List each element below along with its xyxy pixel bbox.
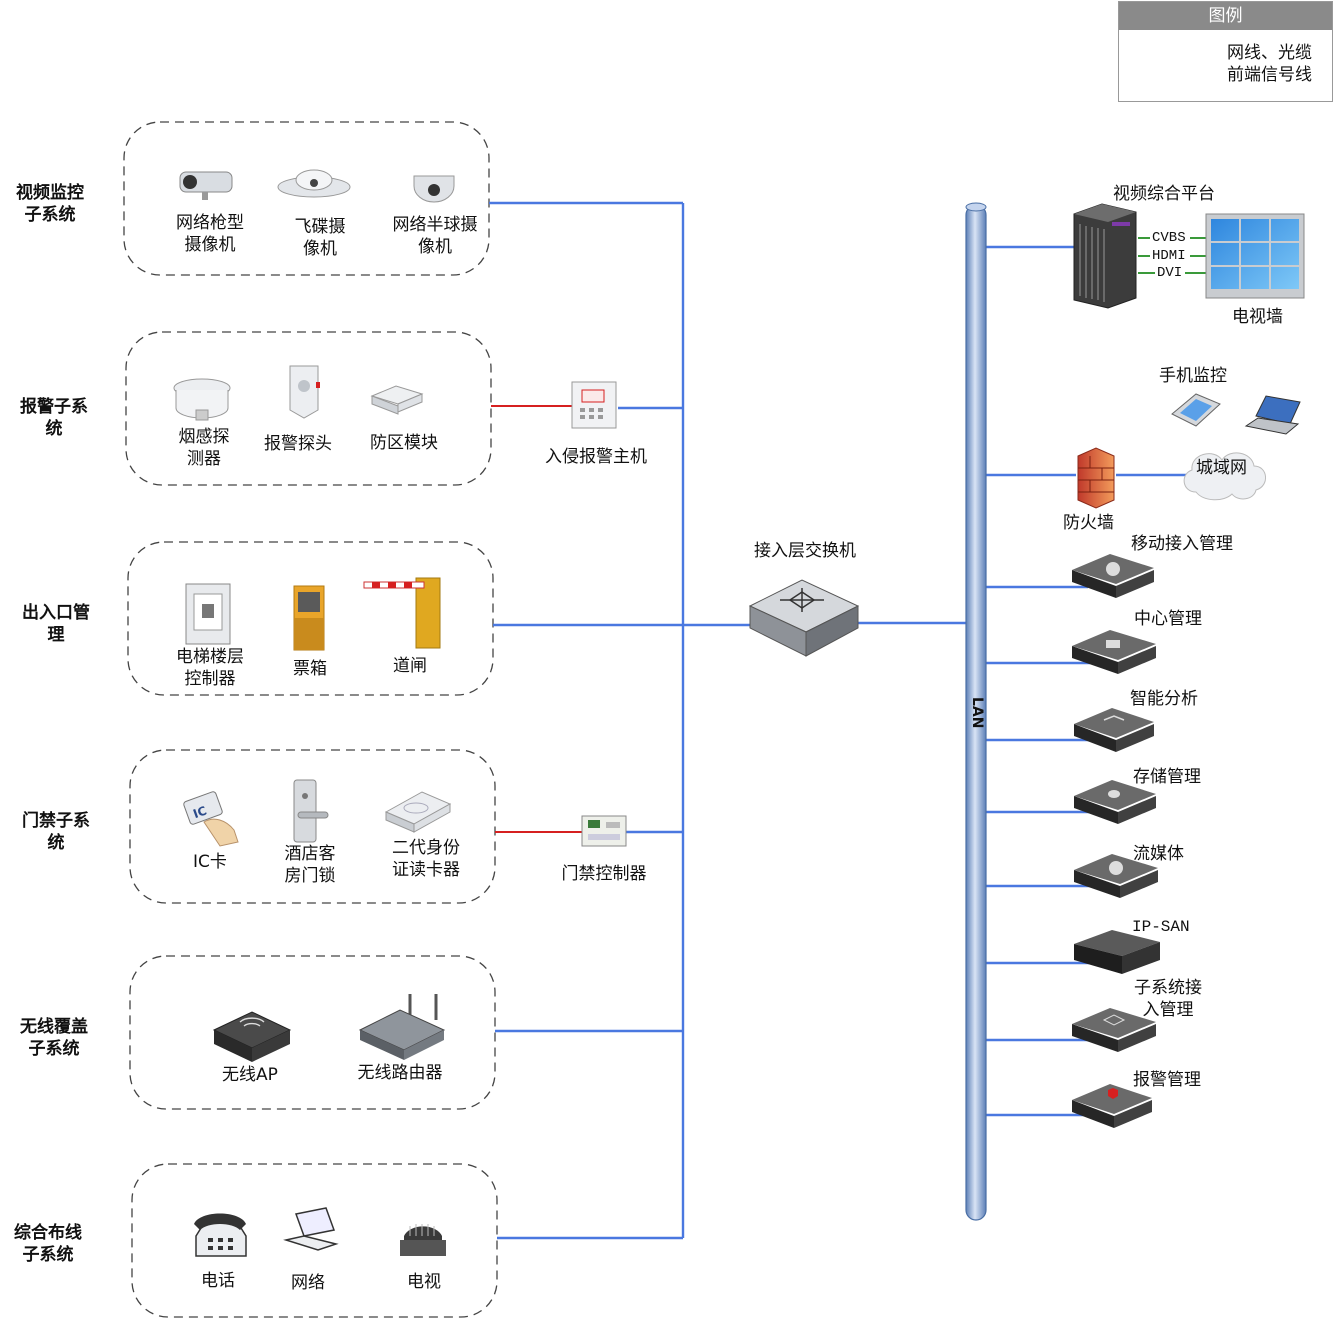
- mobile-access-server-icon: [1072, 554, 1154, 598]
- server-label-mobile-access: 移动接入管理: [1131, 534, 1233, 554]
- bullet-camera-icon: [179, 171, 233, 200]
- svg-text:IC: IC: [191, 803, 208, 821]
- group-boxes: [123, 121, 498, 1318]
- firewall-label: 防火墙: [1063, 513, 1114, 533]
- device-label-hotel-door-lock: 酒店客 房门锁: [284, 844, 336, 886]
- device-label-ticket-box: 票箱: [293, 659, 327, 679]
- ticket-box-icon: [293, 585, 325, 651]
- mobile-monitor-label: 手机监控: [1159, 366, 1227, 386]
- storage-management-server-icon: [1074, 780, 1156, 824]
- network-lines: [489, 201, 1186, 1240]
- device-label-network: 网络: [291, 1273, 325, 1293]
- tv-wall-icon: [1205, 213, 1305, 299]
- signal-dvi: DVI: [1157, 265, 1183, 281]
- device-label-alarm-probe: 报警探头: [264, 434, 332, 454]
- lan-label: LAN: [969, 697, 985, 729]
- server-label-subsystem-access: 子系统接 入管理: [1134, 978, 1202, 1020]
- intelligent-analysis-server-icon: [1074, 708, 1154, 752]
- device-label-half-dome-camera: 网络半球摄 像机: [392, 215, 478, 257]
- door-controller-label: 门禁控制器: [561, 864, 647, 884]
- firewall-icon: [1077, 447, 1115, 509]
- door-controller-icon: [581, 815, 627, 847]
- wireless-ap-icon: [212, 1011, 292, 1062]
- server-label-storage-management: 存储管理: [1133, 767, 1201, 787]
- group-box-video: [123, 121, 490, 276]
- device-label-tv: 电视: [407, 1272, 441, 1292]
- server-label-ip-san: IP-SAN: [1132, 918, 1190, 936]
- alarm-host-label: 入侵报警主机: [545, 447, 647, 467]
- streaming-media-server-icon: [1074, 854, 1158, 898]
- id-card-reader-icon: [384, 791, 452, 833]
- video-platform-chassis-icon: [1073, 203, 1137, 309]
- signal-lines: [491, 405, 582, 833]
- dome-camera-icon: [277, 169, 351, 198]
- center-management-server-icon: [1072, 630, 1156, 674]
- tv-outlet-icon: [400, 1224, 446, 1256]
- device-label-barrier-gate: 道闸: [393, 656, 427, 676]
- ip-san-icon: [1074, 930, 1160, 974]
- access-switch-label: 接入层交换机: [754, 541, 856, 561]
- device-label-smoke-detector: 烟感探 测器: [178, 427, 230, 469]
- device-label-wireless-router: 无线路由器: [357, 1063, 443, 1083]
- signal-cvbs: CVBS: [1152, 230, 1186, 246]
- group-label-alarm: 报警子系 统: [20, 397, 88, 439]
- group-box-entrance: [127, 541, 494, 696]
- half-dome-camera-icon: [413, 175, 455, 203]
- wan-cloud-icon: [1183, 452, 1266, 501]
- device-label-telephone: 电话: [201, 1271, 235, 1291]
- group-box-door: [129, 749, 496, 904]
- server-label-streaming-media: 流媒体: [1133, 844, 1184, 864]
- legend-signal-label: 前端信号线: [1227, 65, 1312, 85]
- barrier-gate-icon: [363, 577, 441, 649]
- access-switch-icon: [748, 579, 860, 657]
- device-label-id-card-reader: 二代身份 证读卡器: [392, 838, 460, 880]
- server-label-alarm-management: 报警管理: [1133, 1070, 1201, 1090]
- zone-module-icon: [370, 385, 424, 415]
- alarm-probe-icon: [289, 365, 320, 419]
- device-label-ic-card: IC卡: [193, 852, 227, 872]
- ic-card-icon: IC: [183, 791, 239, 847]
- subsystem-access-server-icon: [1072, 1008, 1156, 1052]
- server-label-center-management: 中心管理: [1134, 609, 1202, 629]
- wan-label: 城域网: [1196, 458, 1247, 478]
- group-label-door: 门禁子系 统: [22, 811, 90, 853]
- platform-signal-lines: [1138, 237, 1208, 274]
- smoke-detector-icon: [173, 378, 231, 421]
- group-box-alarm: [125, 331, 492, 486]
- wireless-router-icon: [358, 994, 446, 1060]
- elevator-controller-icon: [185, 583, 231, 645]
- laptop-icon: [283, 1207, 339, 1251]
- legend: 图例 网线、光缆 前端信号线: [1118, 1, 1333, 102]
- group-label-wireless: 无线覆盖 子系统: [20, 1017, 88, 1059]
- legend-network-label: 网线、光缆: [1227, 43, 1312, 63]
- legend-title: 图例: [1119, 2, 1332, 30]
- group-label-cabling: 综合布线 子系统: [14, 1223, 82, 1265]
- platform-title: 视频综合平台: [1113, 184, 1215, 204]
- pda-icon: [1171, 393, 1221, 427]
- device-label-bullet-camera: 网络枪型 摄像机: [176, 213, 244, 255]
- device-label-dome-camera: 飞碟摄 像机: [294, 217, 346, 259]
- server-label-intelligent-analysis: 智能分析: [1130, 689, 1198, 709]
- hotel-door-lock-icon: [293, 779, 329, 843]
- device-label-zone-module: 防区模块: [370, 433, 438, 453]
- tv-wall-label: 电视墙: [1232, 307, 1283, 327]
- alarm-management-server-icon: [1072, 1084, 1152, 1128]
- group-label-entrance: 出入口管 理: [22, 603, 90, 645]
- lan-backbone: [965, 202, 987, 1221]
- device-label-wireless-ap: 无线AP: [222, 1065, 278, 1085]
- group-box-cabling: [131, 1163, 498, 1318]
- group-box-wireless: [129, 955, 496, 1110]
- server-icons: [1072, 554, 1160, 1128]
- group-label-video: 视频监控 子系统: [16, 183, 84, 225]
- device-label-elevator-controller: 电梯楼层 控制器: [176, 647, 244, 689]
- notebook-icon: [1244, 395, 1301, 435]
- signal-hdmi: HDMI: [1152, 248, 1186, 264]
- intrusion-alarm-host-icon: [571, 381, 617, 429]
- telephone-icon: [194, 1213, 247, 1257]
